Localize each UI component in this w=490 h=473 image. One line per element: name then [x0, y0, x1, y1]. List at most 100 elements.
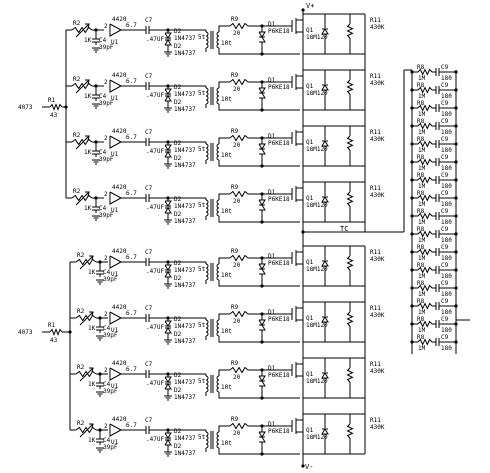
- transformer-primary-coil: [205, 267, 209, 273]
- transformer-primary-coil: [205, 35, 209, 41]
- transformer-secondary-turns: 10t: [221, 272, 232, 279]
- c4-value: 39pF: [99, 44, 114, 51]
- ground-symbol: [96, 279, 104, 285]
- d2-diode-a: [164, 144, 172, 151]
- d2-diode-b: [164, 207, 172, 214]
- r9-value: 20: [233, 262, 241, 269]
- q1-label: Q1: [306, 315, 314, 322]
- q1-label: Q1: [306, 259, 314, 266]
- junction-dot: [410, 268, 414, 272]
- r2-value: 1K: [84, 93, 92, 100]
- transformer-secondary-turns: 10t: [221, 40, 232, 47]
- transformer-secondary-coil: [216, 199, 220, 205]
- junction-dot: [410, 250, 414, 254]
- transformer-primary-coil: [205, 39, 209, 45]
- ground-symbol: [164, 451, 172, 457]
- d1-diode-b: [259, 324, 266, 331]
- transformer-secondary-coil: [216, 263, 220, 269]
- ground-symbol: [92, 215, 100, 221]
- c9-value: 180: [441, 237, 452, 244]
- c9-value: 180: [441, 327, 452, 334]
- q1-part: 18M120: [306, 202, 328, 209]
- transformer-primary-coil: [205, 155, 209, 161]
- c9-label: C9: [441, 190, 449, 197]
- transformer-primary-coil: [205, 319, 209, 325]
- transformer-secondary-coil: [216, 331, 220, 337]
- transformer-secondary-coil: [216, 327, 220, 333]
- q1-drain: [296, 14, 304, 21]
- c4-capacitor: [96, 380, 104, 389]
- d2-diode-b: [164, 95, 172, 102]
- r9-value: 20: [233, 318, 241, 325]
- r11-resistor: [346, 255, 354, 271]
- q1-part: 18M120: [306, 266, 328, 273]
- d2-label: D2: [174, 316, 182, 323]
- c7-value: .47UF: [146, 324, 164, 331]
- c4-label: C4: [99, 37, 107, 44]
- d2-label-b: D2: [174, 99, 182, 106]
- q1-drain: [296, 70, 304, 77]
- ground-symbol: [92, 47, 100, 53]
- transformer-secondary-turns: 10t: [221, 328, 232, 335]
- junction-dot: [410, 106, 414, 110]
- d2-label: D2: [174, 428, 182, 435]
- d1-part: P6KE18: [268, 428, 290, 435]
- q1-source: [296, 375, 304, 398]
- wire: [218, 216, 300, 223]
- u1-buffer: [109, 135, 123, 149]
- d2-diode-b: [164, 39, 172, 46]
- r1-label: R1: [48, 322, 56, 329]
- r9-value: 20: [233, 30, 241, 37]
- u1-pin-number: 2: [104, 255, 108, 262]
- d1-diode: [258, 263, 266, 270]
- c9-label: C9: [441, 244, 449, 251]
- junction-dot: [454, 286, 458, 290]
- u1-output-value: 6.7: [126, 134, 137, 141]
- source-label: 4073: [18, 329, 33, 336]
- d2-label: D2: [174, 196, 182, 203]
- r8-label: R8: [417, 190, 425, 197]
- c7-value: .47UF: [146, 204, 164, 211]
- c9-label: C9: [441, 226, 449, 233]
- wire: [218, 160, 300, 167]
- r9-resistor: [229, 134, 249, 142]
- r9-value: 20: [233, 198, 241, 205]
- transformer-secondary-turns: 10t: [221, 208, 232, 215]
- d1-part: P6KE18: [268, 140, 290, 147]
- q1-drain: [296, 126, 304, 133]
- r9-label: R9: [231, 304, 239, 311]
- c9-label: C9: [441, 298, 449, 305]
- transformer-secondary-coil: [216, 439, 220, 445]
- r11-value: 430K: [370, 136, 385, 143]
- r8-resistor: [417, 230, 433, 238]
- r2-arrowhead: [89, 255, 94, 261]
- d2-diode-b: [164, 383, 172, 390]
- junction-dot: [301, 230, 305, 234]
- c9-value: 180: [441, 75, 452, 82]
- u1-part-number: 4420: [112, 16, 127, 23]
- r11-label: R11: [370, 129, 381, 136]
- wire: [218, 369, 230, 376]
- source-label: 4073: [18, 104, 33, 111]
- r11-value: 430K: [370, 368, 385, 375]
- c9-label: C9: [441, 154, 449, 161]
- transformer-secondary-coil: [216, 387, 220, 393]
- transformer-primary-turns: 5t: [198, 146, 206, 153]
- u1-output-value: 6.7: [126, 190, 137, 197]
- c7-value: .47UF: [146, 268, 164, 275]
- transformer-primary-coil: [205, 383, 209, 389]
- r8-label: R8: [417, 64, 425, 71]
- c9-label: C9: [441, 208, 449, 215]
- r9-label: R9: [231, 360, 239, 367]
- u1-buffer: [109, 79, 123, 93]
- d1-diode-b: [259, 436, 266, 443]
- r8-label: R8: [417, 262, 425, 269]
- junction-dot: [454, 196, 458, 200]
- r2-arrowhead: [89, 367, 94, 373]
- r1-resistor: [49, 103, 63, 111]
